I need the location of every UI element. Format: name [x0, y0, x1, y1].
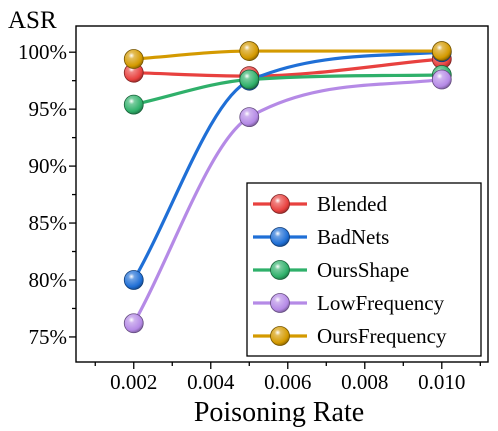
legend-label-oursshape: OursShape: [317, 258, 409, 282]
y-tick-label: 75%: [29, 325, 68, 349]
data-point-oursfrequency-3: [431, 41, 452, 61]
legend-marker-oursfrequency: [270, 326, 290, 346]
legend-marker-oursshape: [270, 260, 290, 280]
x-tick-label: 0.006: [264, 370, 311, 394]
legend-label-lowfrequency: LowFrequency: [317, 291, 445, 315]
x-axis-label: Poisoning Rate: [194, 397, 364, 428]
legend-label-blended: Blended: [317, 192, 387, 216]
y-tick-label: 100%: [18, 40, 67, 64]
legend-marker-badnets: [270, 227, 290, 247]
legend-marker-lowfrequency: [270, 293, 290, 313]
legend-label-oursfrequency: OursFrequency: [317, 324, 447, 348]
data-point-oursfrequency-1: [123, 49, 144, 69]
series-markers: [123, 41, 452, 334]
data-point-oursshape-2: [239, 69, 260, 90]
y-tick-label: 95%: [29, 97, 68, 121]
data-point-badnets-1: [123, 270, 144, 290]
y-tick-label: 90%: [29, 154, 68, 178]
data-point-lowfrequency-3: [431, 69, 452, 90]
x-tick-label: 0.010: [418, 370, 465, 394]
y-tick-label: 85%: [29, 211, 68, 235]
data-point-oursshape-1: [123, 94, 144, 115]
x-tick-label: 0.002: [110, 370, 157, 394]
data-point-oursfrequency-2: [239, 41, 260, 61]
data-point-lowfrequency-2: [239, 107, 260, 128]
y-axis-label: ASR: [8, 7, 57, 34]
legend: BlendedBadNetsOursShapeLowFrequencyOursF…: [246, 182, 482, 357]
y-tick-label: 80%: [29, 268, 68, 292]
x-tick-label: 0.008: [341, 370, 388, 394]
x-tick-label: 0.004: [187, 370, 235, 394]
data-point-lowfrequency-1: [123, 313, 144, 334]
legend-label-badnets: BadNets: [317, 225, 389, 249]
legend-marker-blended: [270, 194, 290, 214]
axes: 0.002 0.004 0.006 0.008 0.010 75% 80% 85% 90% 95%…: [18, 25, 489, 394]
